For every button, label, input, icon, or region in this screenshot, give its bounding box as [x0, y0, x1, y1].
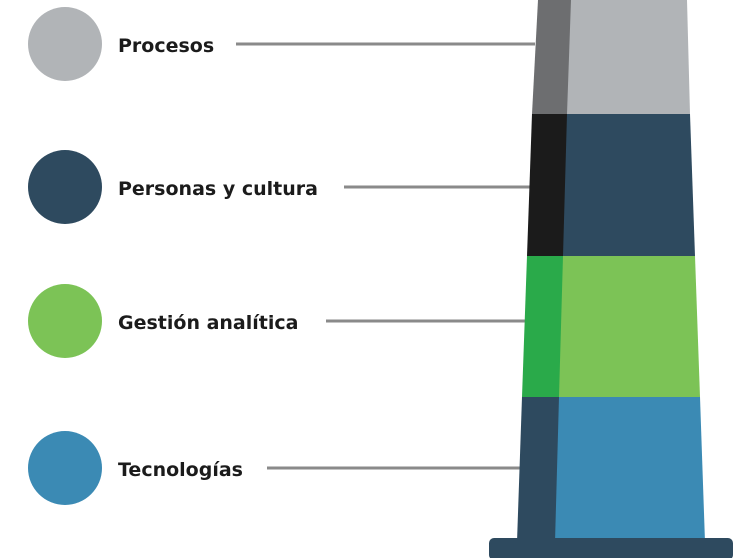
label-personas-y-cultura: Personas y cultura [118, 178, 318, 200]
tower-segment-procesos [567, 0, 690, 114]
tower-base [489, 538, 733, 558]
tower-segment-tecnologias-side [517, 397, 560, 542]
circle-gestion [28, 284, 102, 358]
tower-segment-personas [563, 114, 695, 256]
tower-segment-tecnologias [555, 397, 705, 542]
label-tecnologias: Tecnologías [118, 459, 243, 481]
circle-procesos [28, 7, 102, 81]
circle-personas [28, 150, 102, 224]
circle-tecnologias [28, 431, 102, 505]
tower-segment-procesos-side [532, 0, 572, 114]
tower-segment-personas-side [527, 114, 568, 256]
tower-segment-gestion-side [522, 256, 564, 397]
label-procesos: Procesos [118, 35, 215, 57]
label-gestion-analitica: Gestión analítica [118, 312, 299, 334]
tower-segment-gestion [559, 256, 700, 397]
